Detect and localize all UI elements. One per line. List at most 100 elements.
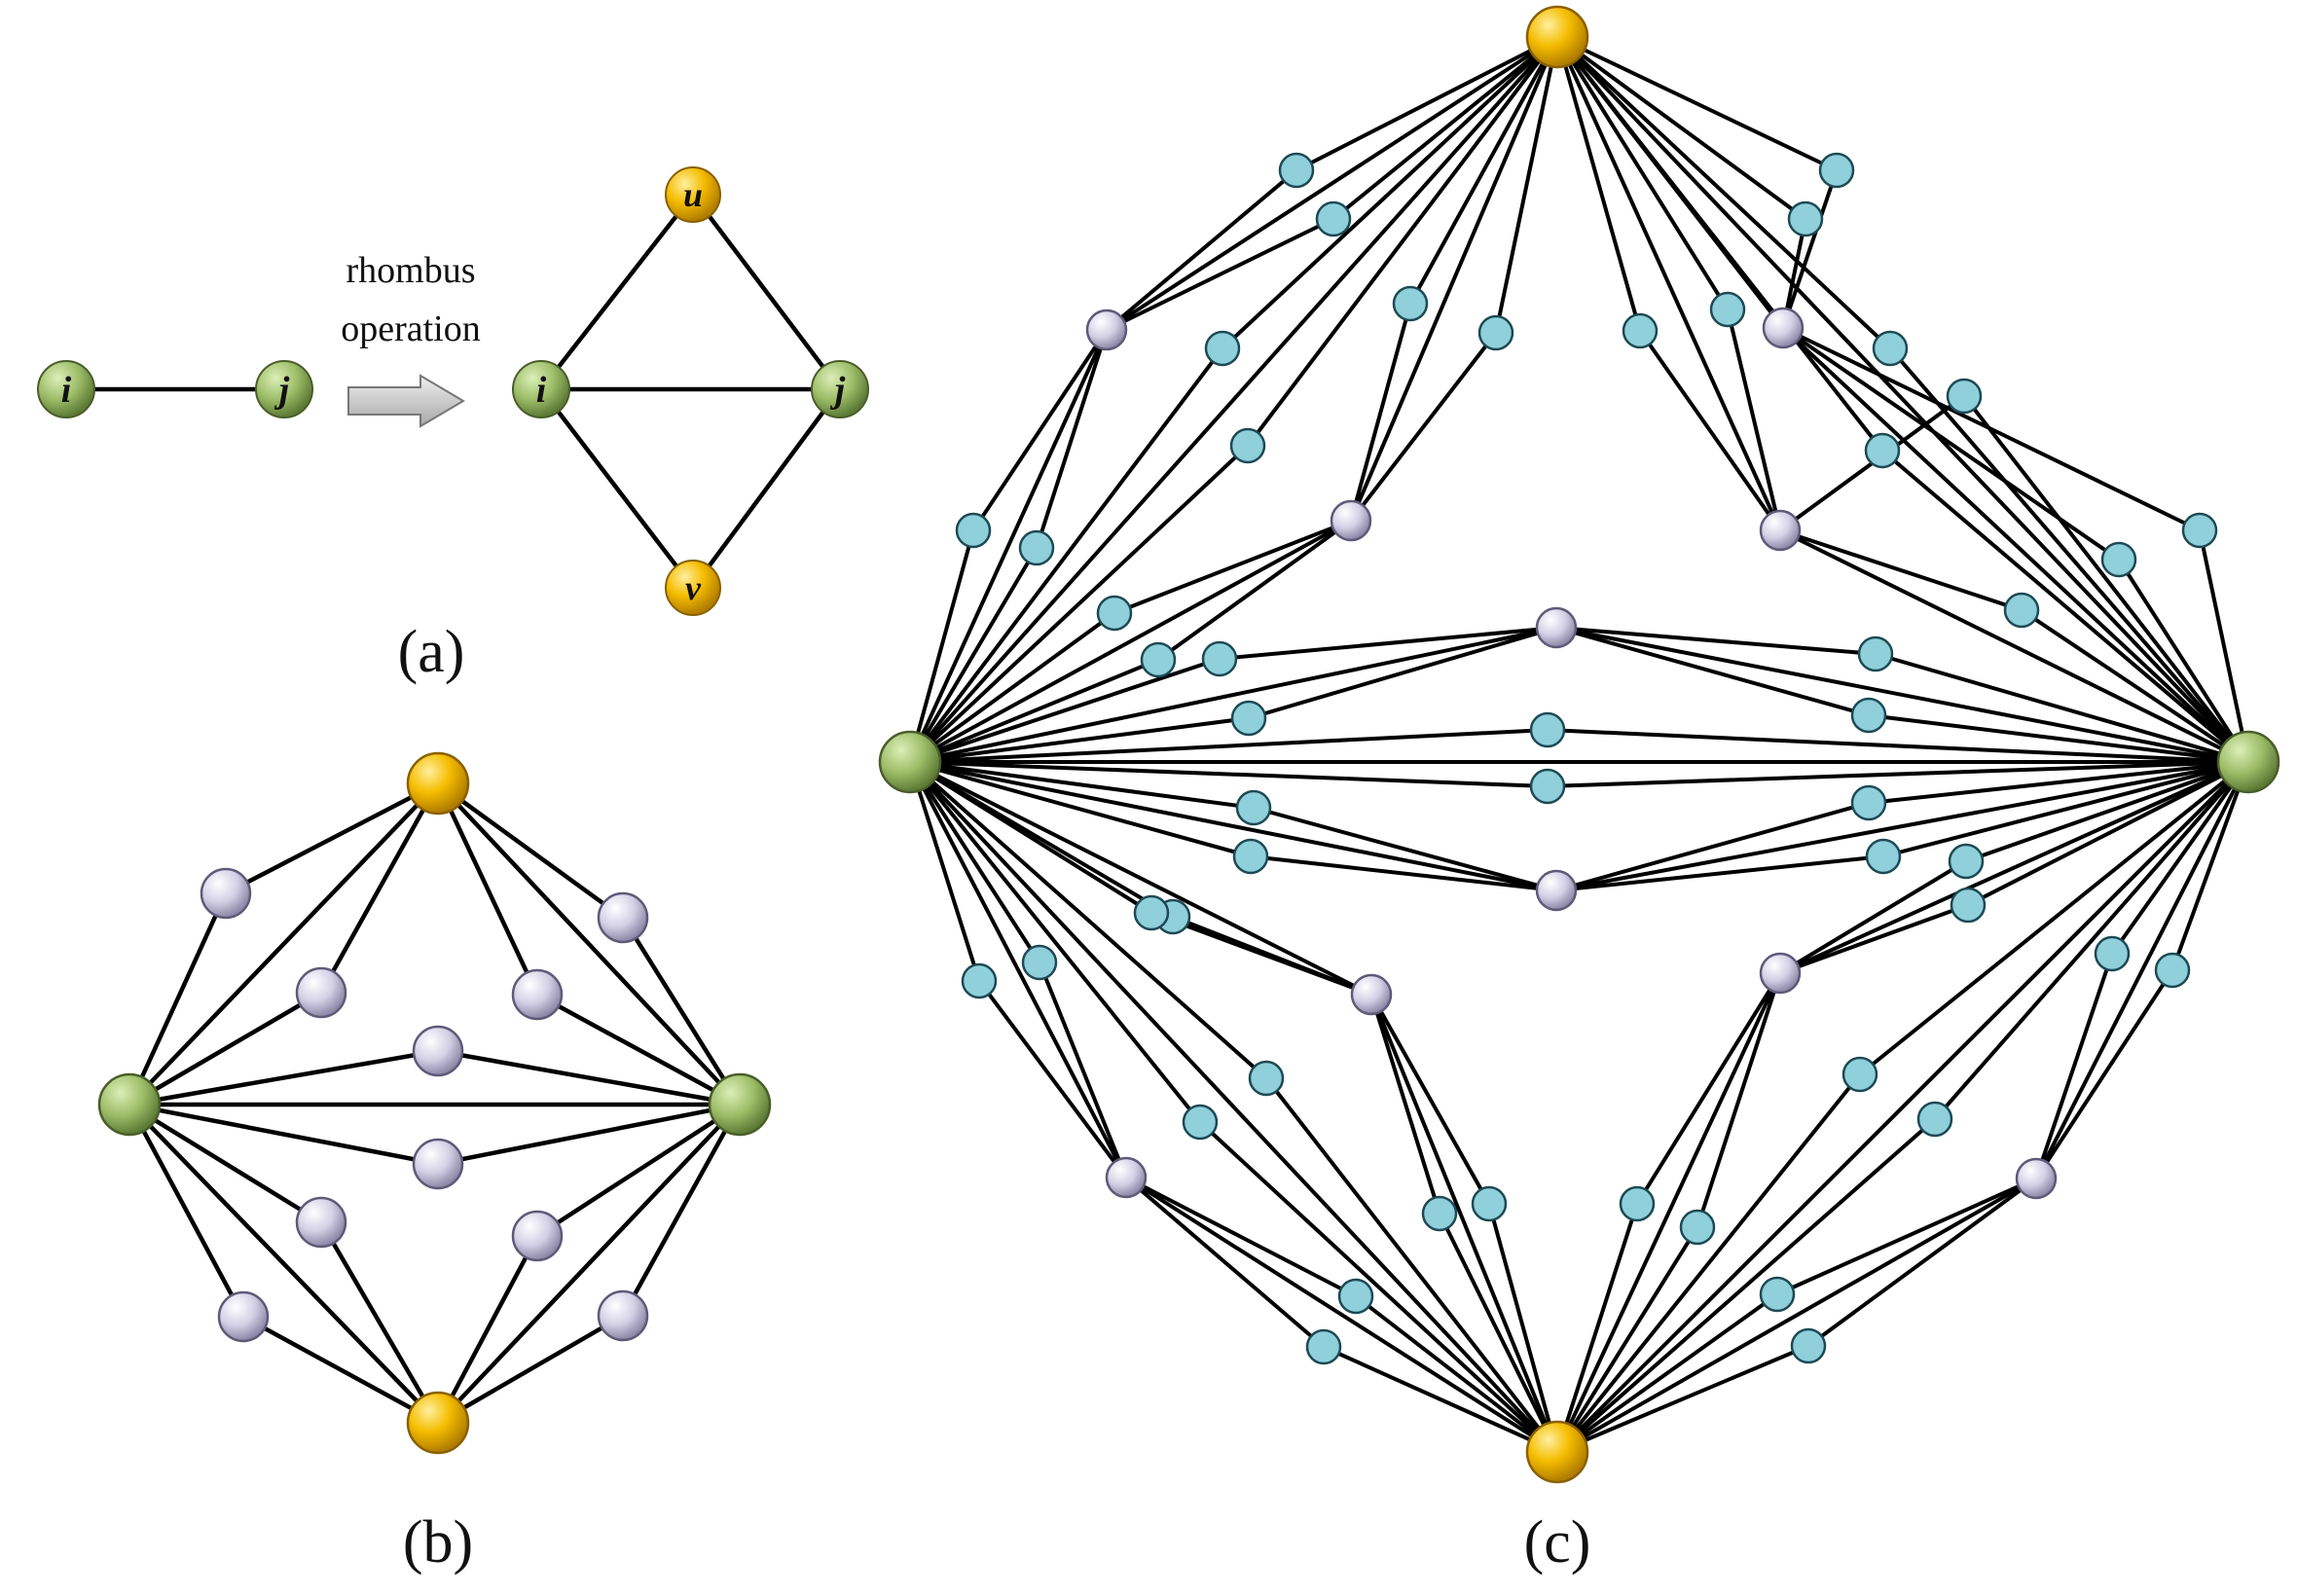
leaf-node <box>1133 894 1170 931</box>
leaf-node <box>1850 784 1887 821</box>
edge-mid <box>436 1234 539 1425</box>
edge-leaf <box>1555 35 1807 221</box>
edge-leaf <box>1125 1176 1357 1298</box>
edge-mid <box>1779 760 2249 975</box>
edge-mid <box>909 519 1352 764</box>
edge-leaf <box>1124 1176 1326 1349</box>
leaf-node <box>1477 314 1514 351</box>
edge-leaf <box>1888 346 2250 764</box>
mid-node <box>1085 308 1128 351</box>
edge-mid <box>1556 1177 2037 1454</box>
edge-leaf <box>1295 35 1558 172</box>
edge-leaf <box>909 760 1252 858</box>
leaf-node <box>1850 697 1887 734</box>
mid-node <box>511 968 564 1021</box>
leaf-node <box>1337 1278 1374 1315</box>
leaf-node <box>2181 512 2218 549</box>
edge-leaf <box>1198 1120 1559 1454</box>
edge-mid <box>435 782 540 996</box>
edge-leaf <box>909 658 1159 764</box>
node-u: u <box>665 166 721 223</box>
hub-node-right <box>708 1072 772 1137</box>
right-arrow-icon <box>347 374 465 428</box>
panel-c-nodes <box>878 5 2280 1484</box>
edge-leaf <box>1246 35 1559 448</box>
leaf-node <box>1471 1185 1508 1222</box>
edge-mid <box>437 1102 741 1167</box>
operation-label-line1: rhombus <box>346 250 476 291</box>
edge-leaf <box>1882 760 2249 858</box>
edge-leaf <box>1150 911 1372 997</box>
edge-u-j <box>691 193 842 391</box>
edge-mid <box>128 1102 439 1167</box>
leaf-node <box>1230 700 1267 737</box>
edge-mid <box>621 1103 742 1318</box>
edge-leaf <box>1555 1225 1699 1454</box>
edge-apex-hub <box>128 1103 440 1425</box>
edge-mid <box>436 781 625 920</box>
edge-leaf <box>1219 626 1557 661</box>
leaf-node <box>2154 952 2191 989</box>
leaf-node <box>1018 529 1055 566</box>
edge-leaf <box>977 979 1128 1179</box>
edge-mid <box>128 1103 245 1319</box>
leaf-node <box>1759 1276 1796 1313</box>
leaf-node <box>1948 843 1985 880</box>
edge-leaf <box>1555 854 1884 892</box>
leaf-node <box>1916 1101 1953 1138</box>
edge-leaf <box>908 546 1039 764</box>
edge-leaf <box>1547 760 2249 788</box>
mid-node <box>295 1196 347 1249</box>
edge-leaf <box>1933 760 2250 1121</box>
node-i-after-label: i <box>536 370 547 411</box>
edge-mid <box>127 892 229 1106</box>
leaf-node <box>1232 838 1269 875</box>
node-i-label: i <box>61 370 72 411</box>
mid-node <box>200 867 252 920</box>
edge-mid <box>128 1048 439 1107</box>
mid-node <box>217 1290 270 1343</box>
edge-mid <box>909 760 1372 997</box>
operation-label-line2: operation <box>341 308 481 349</box>
mid-node <box>511 1210 564 1262</box>
mid-node <box>1350 973 1393 1016</box>
edge-leaf <box>908 760 1202 1124</box>
edge-leaf <box>1781 169 1839 329</box>
node-j-before: j <box>255 360 313 418</box>
leaf-node <box>1790 1327 1827 1364</box>
edge-leaf <box>1555 1117 1937 1454</box>
edge-mid <box>1555 626 2249 764</box>
edge-mid <box>909 760 1557 892</box>
edge-j-v <box>691 387 842 590</box>
edge-i-v <box>539 387 695 590</box>
panel-c-edges <box>908 35 2250 1454</box>
edge-apex-hub <box>1555 35 2250 764</box>
panel-c: (c) <box>878 5 2280 1576</box>
edge-mid <box>535 993 742 1106</box>
edge-leaf <box>1264 1076 1559 1454</box>
edge-leaf <box>1035 329 1109 549</box>
node-v-label: v <box>685 568 702 607</box>
leaf-node <box>1679 1209 1716 1246</box>
edge-leaf <box>1555 1203 1639 1453</box>
edge-leaf <box>909 760 1549 788</box>
apex-node-bottom <box>1525 1420 1589 1484</box>
edge-leaf <box>1369 994 1491 1205</box>
edge-leaf <box>1038 961 1128 1179</box>
edge-leaf <box>1806 1177 2038 1348</box>
edge-leaf <box>1779 903 1969 975</box>
edge-leaf <box>1349 303 1412 522</box>
node-u-label: u <box>683 175 703 214</box>
edge-mid <box>1105 35 1559 332</box>
edge-mid <box>909 626 1557 764</box>
leaf-node <box>1248 1060 1285 1097</box>
leaf-node <box>1235 789 1272 826</box>
edge-leaf <box>1555 1072 1862 1454</box>
edge-leaf <box>1253 806 1557 892</box>
edge-leaf <box>909 760 1255 810</box>
mid-node <box>1330 499 1372 542</box>
edge-mid <box>1779 528 2249 764</box>
mid-node <box>1105 1156 1148 1199</box>
edge-apex-hub <box>436 1103 742 1425</box>
edge-mid <box>1369 994 1559 1453</box>
